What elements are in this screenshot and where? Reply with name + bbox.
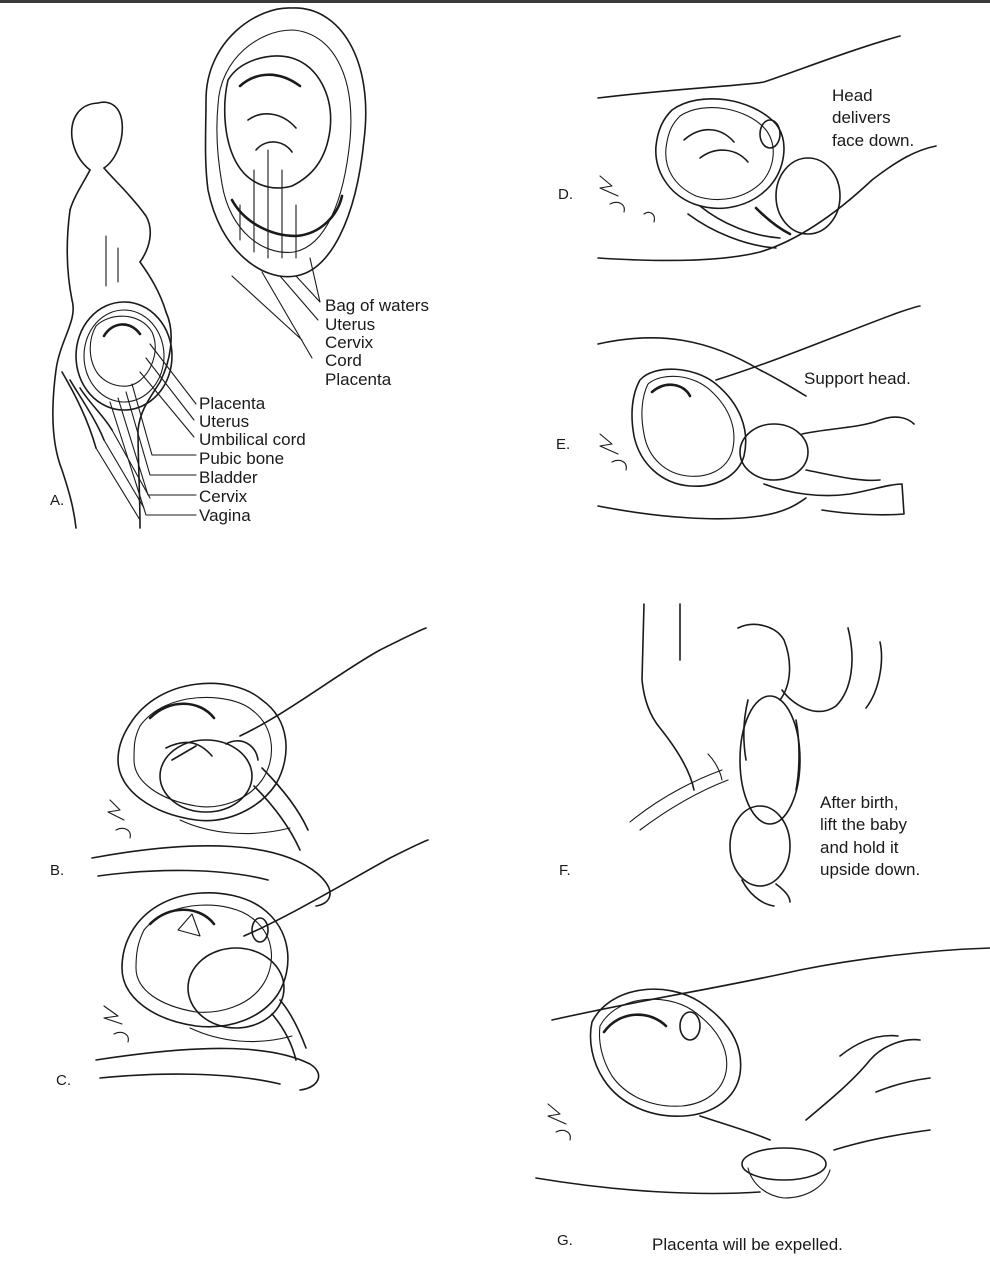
panel-c-figure: [96, 840, 428, 1090]
caption-d-line-2: delivers: [832, 107, 891, 128]
panel-letter-g: G.: [557, 1232, 573, 1249]
body-label-bladder: Bladder: [199, 468, 258, 487]
panel-letter-e: E.: [556, 436, 570, 453]
caption-d-line-1: Head: [832, 85, 873, 106]
inset-label-cord: Cord: [325, 351, 362, 370]
panel-e-figure: [598, 306, 920, 519]
panel-g-figure: [536, 948, 990, 1198]
inset-label-cervix: Cervix: [325, 333, 373, 352]
panel-a-uterus: [62, 302, 172, 520]
body-label-cervix: Cervix: [199, 487, 247, 506]
panel-letter-c: C.: [56, 1072, 71, 1089]
panel-letter-f: F.: [559, 862, 571, 879]
inset-label-bag-of-waters: Bag of waters: [325, 296, 429, 315]
body-label-pubic-bone: Pubic bone: [199, 449, 284, 468]
body-label-placenta: Placenta: [199, 394, 265, 413]
caption-f-line-3: and hold it: [820, 837, 898, 858]
body-label-umbilical-cord: Umbilical cord: [199, 430, 306, 449]
caption-d-line-3: face down.: [832, 130, 914, 151]
caption-f-line-4: upside down.: [820, 859, 920, 880]
panel-letter-a: A.: [50, 492, 64, 509]
panel-a-leader-lines: [110, 344, 196, 515]
panel-letter-d: D.: [558, 186, 573, 203]
inset-label-placenta: Placenta: [325, 370, 391, 389]
panel-a-figure: [53, 102, 171, 528]
body-label-uterus: Uterus: [199, 412, 249, 431]
body-label-vagina: Vagina: [199, 506, 251, 525]
panel-letter-b: B.: [50, 862, 64, 879]
caption-f-line-2: lift the baby: [820, 814, 907, 835]
panel-b-figure: [92, 628, 426, 906]
caption-g: Placenta will be expelled.: [652, 1234, 843, 1255]
caption-f-line-1: After birth,: [820, 792, 898, 813]
caption-e: Support head.: [804, 368, 911, 389]
inset-label-uterus: Uterus: [325, 315, 375, 334]
